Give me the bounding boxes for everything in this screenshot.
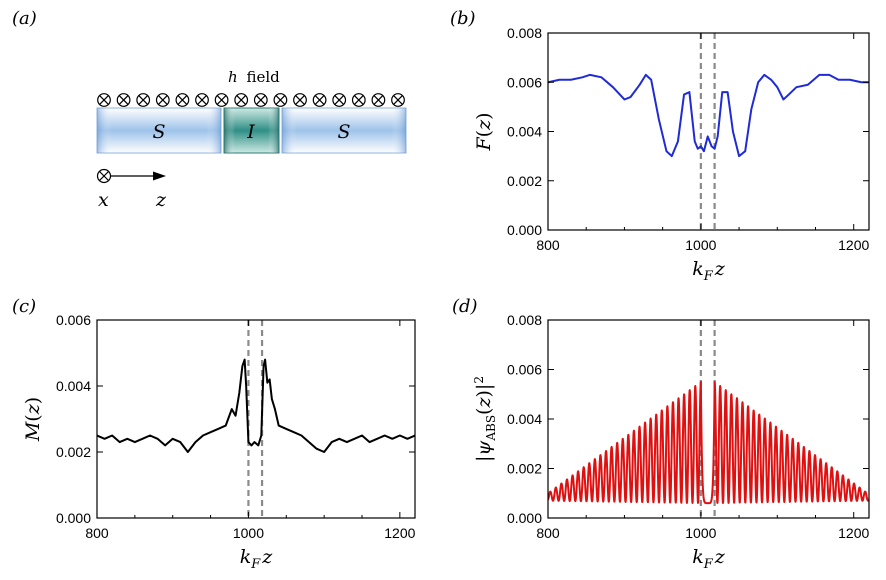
superconductor-right: S (281, 107, 407, 154)
field-symbol-icon (312, 93, 327, 107)
svg-text:h field: h field (228, 68, 280, 86)
plot-frame (96, 319, 416, 519)
x-tick-label: 1200 (838, 237, 869, 253)
y-tick-label: 0.006 (507, 362, 542, 378)
field-symbol-icon (97, 93, 111, 107)
field-symbol-icon (195, 93, 209, 107)
field-symbol-icon (332, 93, 347, 107)
coordinate-axes: x z (96, 168, 167, 211)
field-into-page-symbols (97, 93, 405, 107)
axis-label-z: z (155, 189, 167, 211)
field-symbol-icon (155, 93, 170, 107)
axis-label-x: x (98, 189, 109, 211)
plot-frame (547, 32, 870, 231)
schematic: h field S I S x z (96, 68, 407, 211)
data-series-line (548, 380, 869, 505)
y-tick-label: 0.002 (507, 173, 542, 189)
field-symbol-icon (273, 93, 288, 107)
field-label-rest: field (246, 68, 280, 86)
field-symbol-icon (391, 93, 405, 107)
insulator: I (223, 107, 280, 154)
y-tick-label: 0.006 (507, 74, 542, 90)
y-axis-label: |ψABS(z)|2 (472, 376, 498, 462)
y-tick-label: 0.000 (507, 222, 542, 238)
y-tick-label: 0.008 (507, 25, 542, 41)
x-tick-label: 1000 (685, 525, 716, 541)
y-axis-label: F(z) (473, 112, 495, 151)
y-tick-label: 0.008 (507, 312, 542, 328)
y-tick-label: 0.004 (507, 124, 542, 140)
x-tick-label: 1200 (838, 525, 869, 541)
y-tick-label: 0.002 (56, 444, 91, 460)
y-tick-label: 0.000 (56, 510, 91, 526)
field-label-h: h (228, 68, 238, 86)
region-label-s-left: S (152, 121, 165, 143)
field-symbol-icon (234, 93, 249, 107)
field-symbol-icon (175, 93, 190, 107)
field-symbol-icon (253, 93, 268, 107)
x-tick-label: 800 (85, 525, 109, 541)
panel-tag-c: (c) (12, 296, 36, 317)
x-tick-label: 1200 (384, 525, 415, 541)
x-tick-label: 800 (536, 237, 560, 253)
y-axis-label: M(z) (22, 397, 44, 442)
data-series-line (97, 358, 415, 453)
field-symbol-icon (116, 93, 131, 107)
x-tick-label: 800 (536, 525, 560, 541)
y-tick-label: 0.002 (507, 461, 542, 477)
y-tick-label: 0.000 (507, 510, 542, 526)
superconductor-left: S (96, 107, 222, 154)
panel-tag-b: (b) (450, 8, 476, 29)
region-label-s-right: S (337, 121, 350, 143)
region-label-i: I (246, 121, 255, 143)
x-tick-label: 1000 (685, 237, 716, 253)
y-tick-label: 0.006 (56, 312, 91, 328)
y-tick-label: 0.004 (507, 411, 542, 427)
field-symbol-icon (293, 93, 307, 107)
field-symbol-icon (371, 93, 386, 107)
x-axis-into-page-icon (96, 168, 112, 184)
field-symbol-icon (351, 93, 366, 107)
field-symbol-icon (136, 93, 151, 107)
x-tick-label: 1000 (233, 525, 264, 541)
data-series-line (548, 73, 869, 158)
field-symbol-icon (214, 93, 229, 107)
panel-tag-a: (a) (12, 8, 37, 29)
y-tick-label: 0.004 (56, 378, 91, 394)
panel-tag-d: (d) (452, 296, 478, 317)
